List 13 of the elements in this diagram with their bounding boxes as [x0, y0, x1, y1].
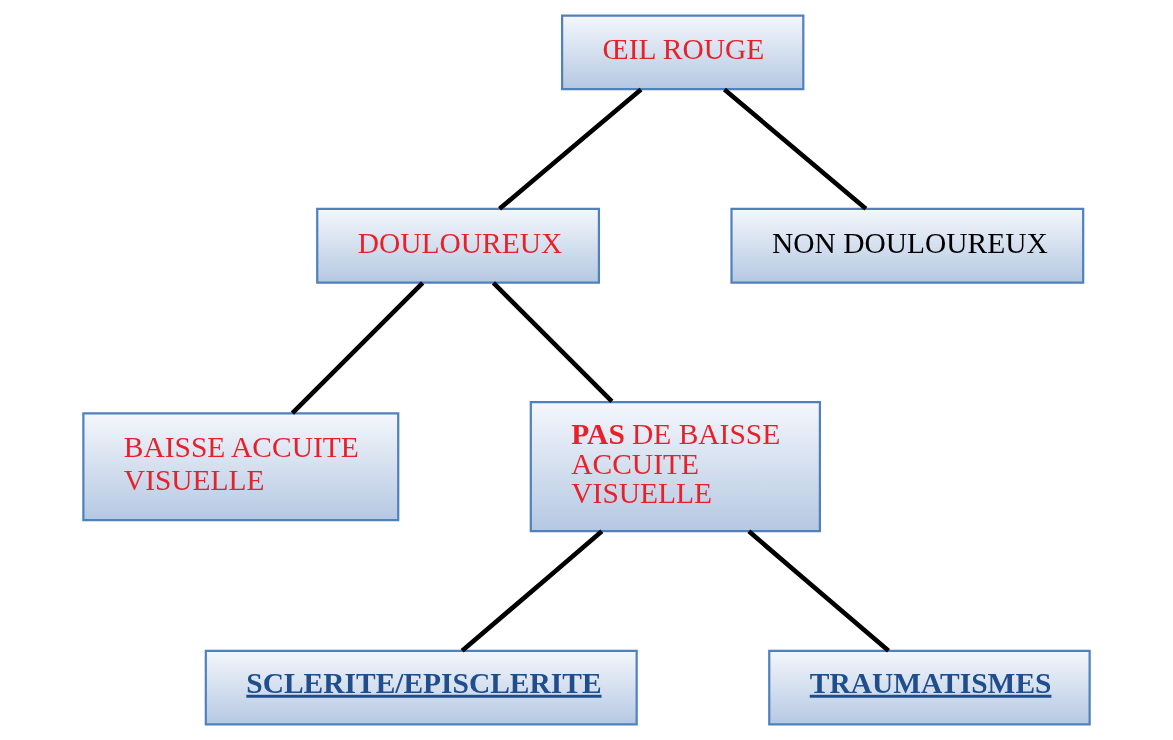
node-box: PAS DE BAISSE ACCUITE VISUELLE: [529, 401, 821, 533]
node-box: SCLERITE/EPISCLERITE: [204, 649, 638, 726]
connector: [460, 529, 604, 653]
node-box: BAISSE ACCUITE VISUELLE: [82, 412, 400, 522]
node-box: NON DOULOUREUX: [730, 207, 1085, 284]
connector: [290, 281, 425, 415]
connector: [498, 87, 643, 211]
connector: [747, 529, 890, 653]
node-box: TRAUMATISMES: [768, 649, 1091, 726]
node-box: ŒIL ROUGE: [561, 14, 805, 91]
connector: [491, 281, 614, 403]
node-box: DOULOUREUX: [316, 207, 601, 284]
connector: [722, 87, 868, 211]
